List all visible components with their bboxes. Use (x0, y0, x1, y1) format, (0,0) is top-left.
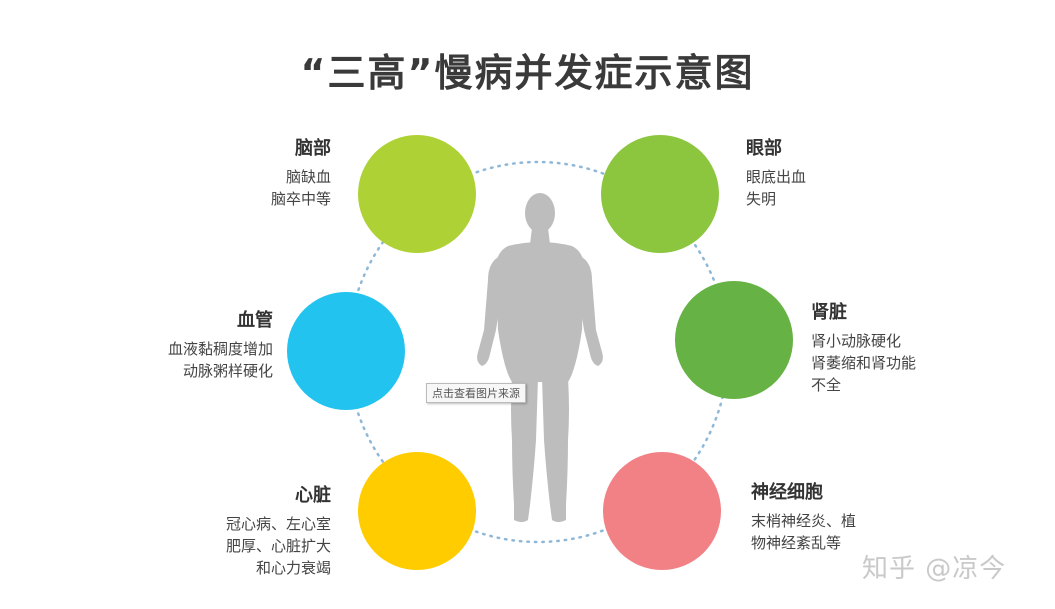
heart-detail-2: 肥厚、心脏扩大 (225, 537, 331, 555)
eye-heading: 眼部 (746, 138, 782, 159)
kidney-label: 肾脏 肾小动脉硬化 肾萎缩和肾功能 不全 (811, 302, 916, 396)
vessel-detail-1: 血液黏稠度增加 (167, 340, 273, 358)
vessel-detail-2: 动脉粥样硬化 (182, 362, 273, 380)
eye-detail-1: 眼底出血 (746, 168, 807, 186)
heart-detail-1: 冠心病、左心室 (225, 515, 331, 533)
nerve-detail-1: 末梢神经炎、植 (751, 512, 857, 530)
body-neck (530, 228, 550, 244)
brain-heading: 脑部 (295, 138, 331, 159)
kidney-detail-2: 肾萎缩和肾功能 (811, 354, 917, 372)
eye-label: 眼部 眼底出血 失明 (746, 138, 806, 210)
image-source-tooltip[interactable]: 点击查看图片来源 (426, 383, 526, 403)
heart-circle (358, 452, 476, 570)
human-body-silhouette (477, 193, 603, 522)
eye-circle (601, 135, 719, 253)
brain-detail-2: 脑卒中等 (270, 190, 331, 208)
vessel-heading: 血管 (237, 310, 273, 331)
body-right-leg (542, 378, 569, 522)
nerve-circle (603, 452, 721, 570)
nerve-heading: 神经细胞 (751, 482, 823, 503)
kidney-detail-3: 不全 (811, 376, 842, 394)
zhihu-watermark: 知乎 @凉今 (862, 554, 1007, 584)
eye-detail-2: 失明 (746, 190, 777, 208)
vessel-label: 血管 血液黏稠度增加 动脉粥样硬化 (168, 310, 273, 382)
page-title: “三高”慢病并发症示意图 (300, 51, 755, 95)
kidney-detail-1: 肾小动脉硬化 (811, 332, 902, 350)
brain-circle (358, 135, 476, 253)
kidney-circle (675, 281, 793, 399)
nerve-detail-2: 物神经紊乱等 (751, 534, 842, 552)
kidney-heading: 肾脏 (811, 302, 847, 323)
body-torso (496, 242, 584, 382)
heart-label: 心脏 冠心病、左心室 肥厚、心脏扩大 和心力衰竭 (226, 485, 331, 579)
brain-label: 脑部 脑缺血 脑卒中等 (271, 138, 331, 210)
heart-heading: 心脏 (295, 485, 331, 506)
body-right-arm (578, 256, 603, 366)
vessel-circle (287, 292, 405, 410)
brain-detail-1: 脑缺血 (285, 168, 331, 186)
heart-detail-3: 和心力衰竭 (255, 559, 331, 577)
nerve-label: 神经细胞 末梢神经炎、植 物神经紊乱等 (751, 482, 856, 554)
body-head (525, 193, 555, 233)
body-left-leg (511, 378, 538, 522)
body-left-arm (477, 256, 502, 366)
